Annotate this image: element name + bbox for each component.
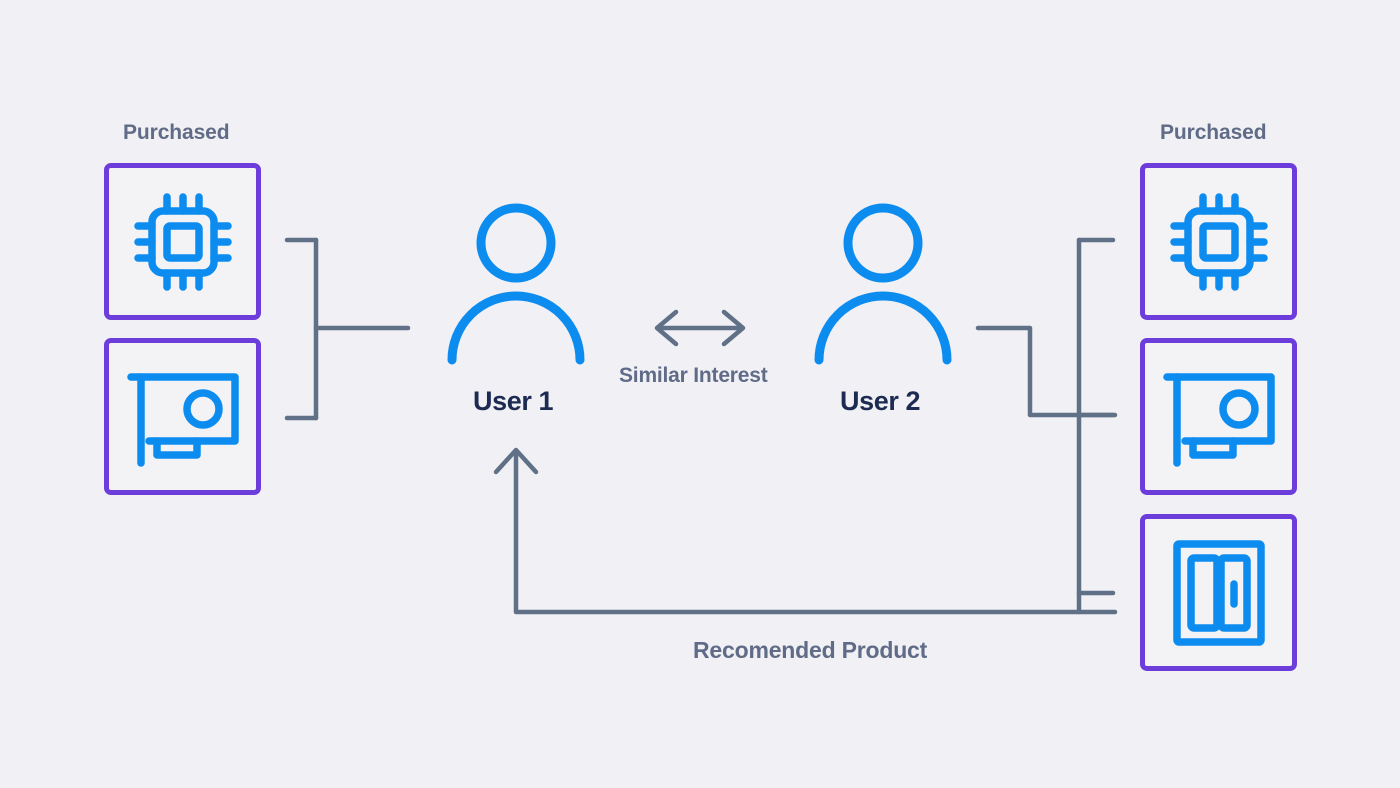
left-product-card-cpu[interactable] [104, 163, 261, 320]
recommendation-path [513, 449, 1118, 615]
user2-label: User 2 [840, 386, 921, 416]
left-product-card-gpu[interactable] [104, 338, 261, 495]
graphics-card-icon [126, 372, 239, 467]
user2-body-icon [814, 291, 952, 365]
user1-body-icon [447, 291, 585, 365]
user2-step-connector [975, 325, 1118, 418]
recommendation-arrowhead [493, 447, 539, 475]
recommended-product-label: Recomended Product [693, 637, 928, 663]
right-product-card-ram[interactable] [1140, 514, 1297, 671]
graphics-card-icon [1162, 372, 1275, 467]
user1-label: User 1 [473, 386, 554, 416]
cpu-chip-icon [1169, 192, 1268, 291]
right-product-card-cpu[interactable] [1140, 163, 1297, 320]
ram-memory-icon [1172, 539, 1265, 646]
left-purchased-heading: Purchased [123, 121, 230, 144]
similar-interest-arrowhead-left [654, 309, 679, 347]
right-product-card-gpu[interactable] [1140, 338, 1297, 495]
user2-head-icon [843, 203, 923, 283]
right-purchased-heading: Purchased [1160, 121, 1267, 144]
cpu-chip-icon [133, 192, 232, 291]
similar-interest-label: Similar Interest [619, 364, 768, 387]
similar-interest-arrowhead-right [721, 309, 746, 347]
user1-head-icon [476, 203, 556, 283]
